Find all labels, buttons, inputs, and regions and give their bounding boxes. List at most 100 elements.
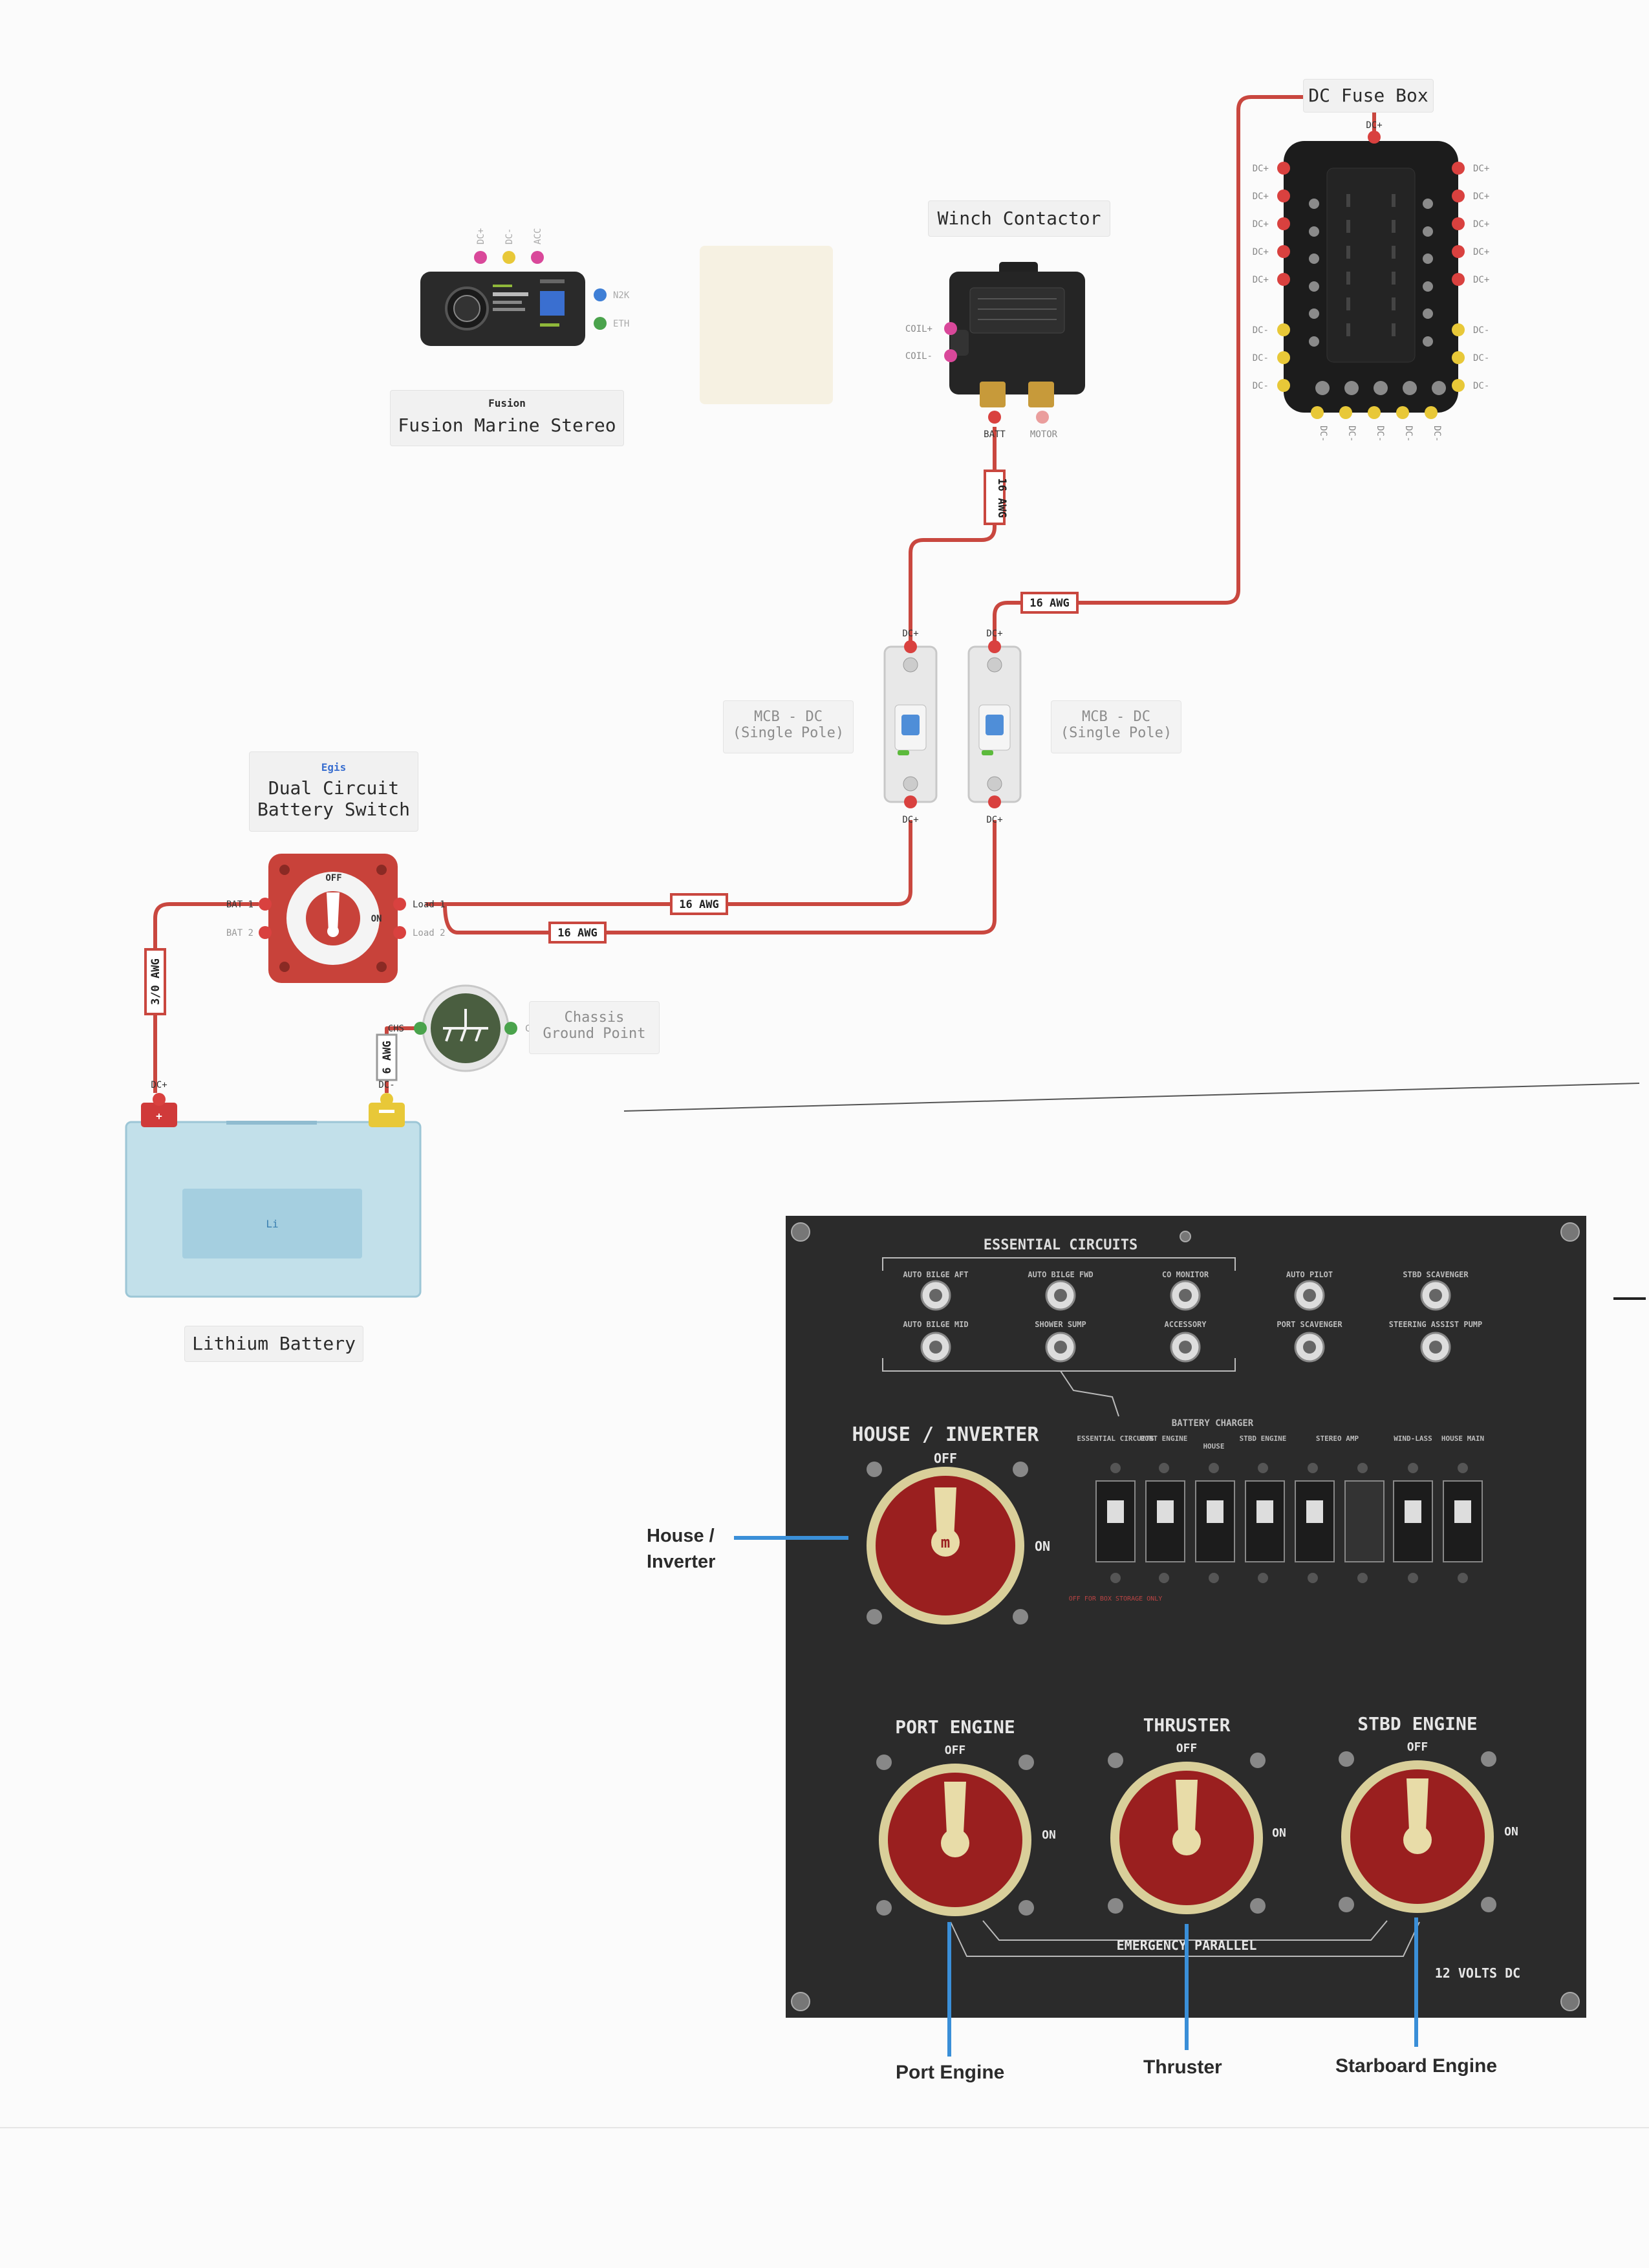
panel-screws (791, 1222, 1580, 2011)
fuse-box-title: DC Fuse Box (1303, 79, 1434, 113)
mcb-right[interactable]: DC+ DC+ (967, 629, 1022, 825)
fuse-pin-b2[interactable] (1339, 406, 1352, 419)
wire-label-battery-text: 3/0 AWG (149, 958, 162, 1005)
mcb-left[interactable]: DC+ DC+ (883, 629, 938, 825)
stereo-pin-eth[interactable] (594, 317, 607, 330)
caption-house-line2: Inverter (647, 1551, 716, 1572)
ess-r1-1: AUTO BILGE AFT (903, 1270, 968, 1279)
chassis-title-line1: Chassis (564, 1010, 625, 1026)
port-engine-switch: PORT ENGINE OFF ON (876, 1716, 1056, 1916)
fuse-pin-l8[interactable] (1277, 379, 1290, 392)
fuse-pin-r7[interactable] (1452, 351, 1465, 364)
fuse-pin-b4-label: DC- (1403, 426, 1414, 442)
dc-fuse-box[interactable]: DC+ DC+ DC+ DC+ DC+ DC+ DC- DC- DC- DC+ … (1253, 120, 1490, 442)
charger-col-3: HOUSE (1203, 1442, 1224, 1451)
battery-switch-pin-load1-label: Load 1 (413, 900, 446, 910)
chassis-pin-left[interactable] (414, 1022, 427, 1035)
battery-pos-terminal[interactable] (141, 1103, 177, 1127)
fuse-pin-b1[interactable] (1311, 406, 1324, 419)
house-title: HOUSE / INVERTER (852, 1423, 1040, 1446)
fuse-pin-top[interactable] (1368, 131, 1381, 144)
port-title: PORT ENGINE (895, 1716, 1015, 1738)
stereo-brand: Fusion (488, 397, 526, 409)
battery-switch-pin-bat2-label: BAT 2 (226, 928, 253, 938)
port-on: ON (1042, 1828, 1056, 1842)
stereo-title: Fusion Fusion Marine Stereo (390, 390, 624, 446)
fuse-pin-l2[interactable] (1277, 189, 1290, 202)
fuse-pin-l4[interactable] (1277, 245, 1290, 258)
battery-pin-pos-label: DC+ (151, 1080, 167, 1090)
stbd-engine-switch: STBD ENGINE OFF ON (1339, 1713, 1518, 1913)
fuse-pin-b4[interactable] (1396, 406, 1409, 419)
wire-load2-to-mcb[interactable] (443, 820, 997, 934)
fuse-pin-r6[interactable] (1452, 323, 1465, 336)
fuse-pin-top-label: DC+ (1366, 120, 1382, 131)
wire-label-fuse: 16 AWG (1020, 592, 1079, 614)
battery-neg-terminal[interactable] (369, 1103, 405, 1127)
fuse-pin-r5[interactable] (1452, 273, 1465, 286)
fuse-pin-b3[interactable] (1368, 406, 1381, 419)
fuse-pin-b5[interactable] (1425, 406, 1438, 419)
wire-labels: 16 AWG 16 AWG 16 AWG 16 AWG 3/0 AWG 6 AW… (144, 470, 1079, 1081)
fuse-pin-l7[interactable] (1277, 351, 1290, 364)
fuse-pin-r7-label: DC- (1473, 353, 1489, 363)
winch-pin-label-coil-pos: COIL+ (905, 324, 932, 334)
fuse-pin-r2[interactable] (1452, 189, 1465, 202)
stbd-off: OFF (1407, 1740, 1428, 1754)
chassis-pin-right[interactable] (504, 1022, 517, 1035)
fuse-pin-r3[interactable] (1452, 217, 1465, 230)
house-inverter-switch: HOUSE / INVERTER OFF ON m (852, 1423, 1050, 1625)
battery-switch[interactable]: OFF ON BAT 1 BAT 2 Load 1 Load 2 (226, 854, 446, 983)
mcb-right-pin-top[interactable] (988, 640, 1001, 653)
ess-r2-1: AUTO BILGE MID (903, 1320, 968, 1329)
battery-switch-pin-load1[interactable] (393, 898, 406, 911)
mcb-right-label: MCB - DC (Single Pole) (1051, 700, 1181, 753)
battery-switch-pin-load2-label: Load 2 (413, 928, 446, 938)
wire-fuse-to-mcb[interactable] (993, 95, 1376, 647)
battery-pin-pos[interactable] (153, 1093, 166, 1106)
caption-port: Port Engine (896, 2062, 1005, 2083)
mcb-left-pin-bottom[interactable] (904, 795, 917, 808)
wire-label-winch: 16 AWG (984, 470, 1008, 525)
wire-winch-to-mcb[interactable] (909, 427, 997, 647)
winch-pin-coil-pos[interactable] (944, 322, 957, 335)
fuse-pin-l6-label: DC- (1253, 325, 1269, 336)
fuse-pin-l7-label: DC- (1253, 353, 1269, 363)
winch-pin-batt[interactable] (988, 411, 1001, 424)
stbd-title: STBD ENGINE (1357, 1713, 1477, 1734)
stereo-pin-acc[interactable] (531, 251, 544, 264)
winch-pin-motor[interactable] (1036, 411, 1049, 424)
winch-contactor[interactable]: COIL+ COIL- BATT MOTOR (905, 262, 1085, 440)
mcb-left-pin-top-label: DC+ (902, 629, 918, 639)
mcb-left-pin-top[interactable] (904, 640, 917, 653)
fuse-pin-l1[interactable] (1277, 162, 1290, 175)
ess-r2-4: PORT SCAVENGER (1277, 1320, 1342, 1329)
battery-switch-on: ON (371, 914, 382, 924)
wire-label-battery: 3/0 AWG (144, 948, 166, 1015)
battery-switch-pin-bat1[interactable] (259, 898, 272, 911)
stereo-pin-n2k[interactable] (594, 288, 607, 301)
fuse-pin-l3[interactable] (1277, 217, 1290, 230)
fuse-pin-r1[interactable] (1452, 162, 1465, 175)
fuse-pin-l6[interactable] (1277, 323, 1290, 336)
battery-chem-label: Li (266, 1218, 278, 1230)
fusion-stereo[interactable]: DC+ DC- ACC N2K ETH (420, 228, 630, 346)
winch-pin-coil-neg[interactable] (944, 349, 957, 362)
stereo-pin-dc-neg[interactable] (502, 251, 515, 264)
battery-switch-pin-bat2[interactable] (259, 926, 272, 939)
mcb-left-label: MCB - DC (Single Pole) (723, 700, 854, 753)
fuse-pin-r8[interactable] (1452, 379, 1465, 392)
chassis-ground[interactable]: CHS CH (388, 984, 536, 1072)
fuse-pin-r4[interactable] (1452, 245, 1465, 258)
wire-battery-to-switch[interactable] (153, 902, 259, 1093)
mcb-right-pin-bottom[interactable] (988, 795, 1001, 808)
battery-pin-neg[interactable] (380, 1093, 393, 1106)
stereo-pin-dc-pos[interactable] (474, 251, 487, 264)
mcb-right-label-line1: MCB - DC (1082, 709, 1150, 725)
mcb-left-pin-bottom-label: DC+ (902, 815, 918, 825)
lithium-battery[interactable]: Li + DC+ DC- (125, 1080, 422, 1298)
fuse-pin-b3-label: DC- (1375, 426, 1385, 442)
wire-load1-to-mcb[interactable] (426, 820, 912, 906)
fuse-pin-l5[interactable] (1277, 273, 1290, 286)
battery-switch-pin-load2[interactable] (393, 926, 406, 939)
